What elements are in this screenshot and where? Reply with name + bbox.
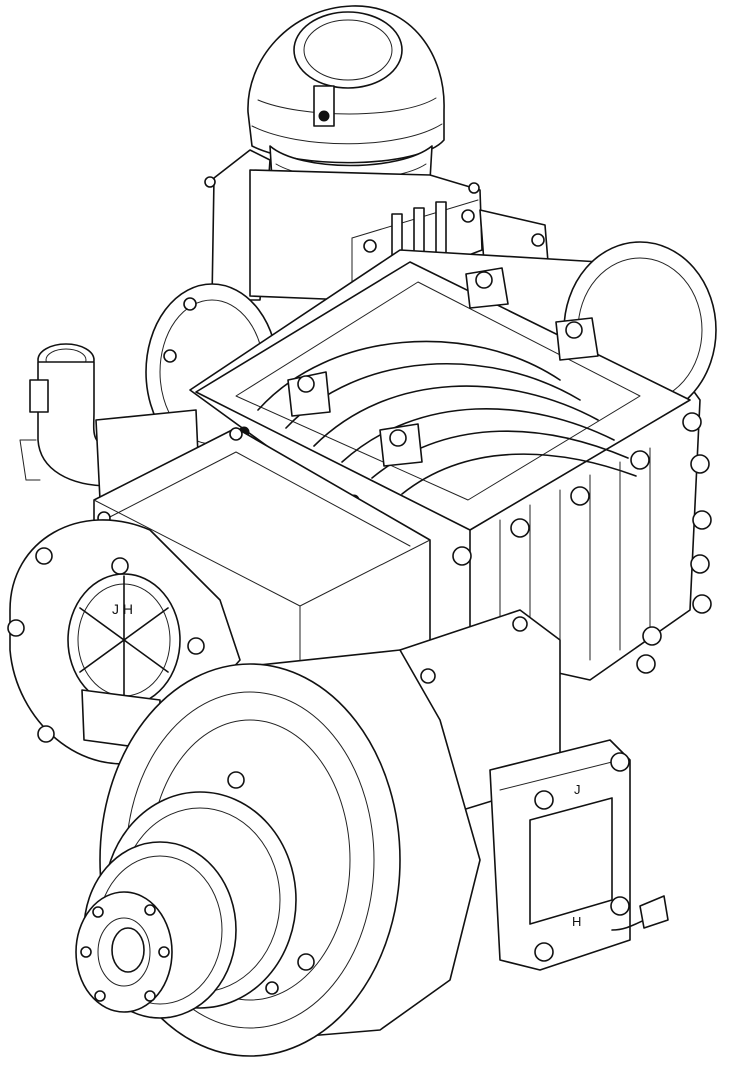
left-hub-letters: J H bbox=[112, 601, 133, 617]
gearbox-cover-letter: J bbox=[574, 782, 581, 797]
lower-cover-letter: H bbox=[572, 914, 581, 929]
front-hub bbox=[75, 791, 297, 1019]
filter-cap bbox=[247, 5, 445, 196]
rotor-housing bbox=[189, 241, 717, 681]
